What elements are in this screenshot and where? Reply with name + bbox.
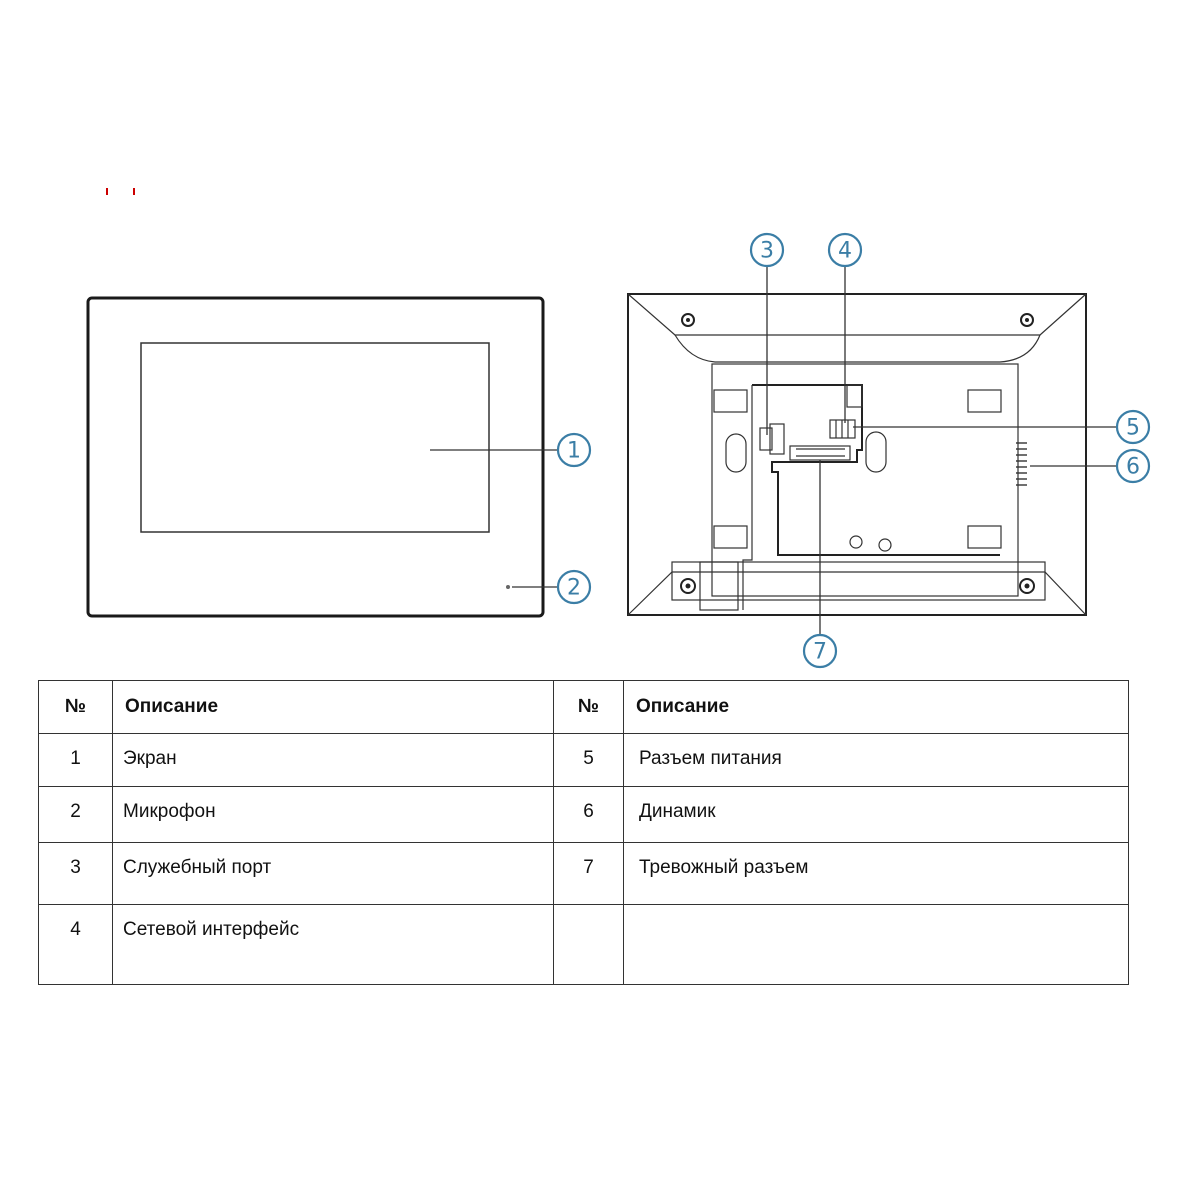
callout-5: 5 bbox=[1115, 409, 1151, 445]
row-desc: Микрофон bbox=[112, 786, 554, 843]
header-desc-left: Описание bbox=[112, 680, 554, 734]
device-front-view bbox=[86, 296, 545, 618]
table-row: 3 Служебный порт 7 Тревожный разъем bbox=[38, 842, 1129, 905]
row-num: 7 bbox=[553, 842, 624, 905]
header-num-right: № bbox=[553, 680, 624, 734]
svg-text:5: 5 bbox=[1126, 416, 1140, 441]
legend-table: № Описание № Описание 1 Экран 5 Разъем п… bbox=[38, 680, 1129, 985]
callout-1: 1 bbox=[556, 432, 592, 468]
row-num: 6 bbox=[553, 786, 624, 843]
row-num: 3 bbox=[38, 842, 113, 905]
callout-7: 7 bbox=[802, 633, 838, 669]
svg-text:4: 4 bbox=[838, 239, 852, 264]
svg-text:7: 7 bbox=[813, 640, 827, 665]
row-num: 1 bbox=[38, 733, 113, 787]
device-diagram: 1 2 3 4 5 6 7 bbox=[86, 188, 1151, 669]
header-num-left: № bbox=[38, 680, 113, 734]
microphone-hole bbox=[506, 585, 510, 589]
svg-text:1: 1 bbox=[567, 439, 581, 464]
svg-text:6: 6 bbox=[1126, 455, 1140, 480]
table-header-row: № Описание № Описание bbox=[38, 680, 1129, 734]
callout-3: 3 bbox=[749, 232, 785, 268]
row-desc: Служебный порт bbox=[112, 842, 554, 905]
table-row: 4 Сетевой интерфейс bbox=[38, 904, 1129, 985]
row-desc: Динамик bbox=[623, 786, 1129, 843]
row-num bbox=[553, 904, 624, 985]
svg-text:2: 2 bbox=[567, 576, 581, 601]
row-num: 5 bbox=[553, 733, 624, 787]
table-row: 2 Микрофон 6 Динамик bbox=[38, 786, 1129, 843]
callout-4: 4 bbox=[827, 232, 863, 268]
front-screen bbox=[140, 342, 490, 533]
svg-text:3: 3 bbox=[760, 239, 774, 264]
row-num: 2 bbox=[38, 786, 113, 843]
row-desc bbox=[623, 904, 1129, 985]
row-desc: Разъем питания bbox=[623, 733, 1129, 787]
device-back-view bbox=[627, 293, 1087, 616]
table-row: 1 Экран 5 Разъем питания bbox=[38, 733, 1129, 787]
row-desc: Экран bbox=[112, 733, 554, 787]
row-num: 4 bbox=[38, 904, 113, 985]
callout-2: 2 bbox=[556, 569, 592, 605]
header-desc-right: Описание bbox=[623, 680, 1129, 734]
callout-6: 6 bbox=[1115, 448, 1151, 484]
row-desc: Тревожный разъем bbox=[623, 842, 1129, 905]
row-desc: Сетевой интерфейс bbox=[112, 904, 554, 985]
